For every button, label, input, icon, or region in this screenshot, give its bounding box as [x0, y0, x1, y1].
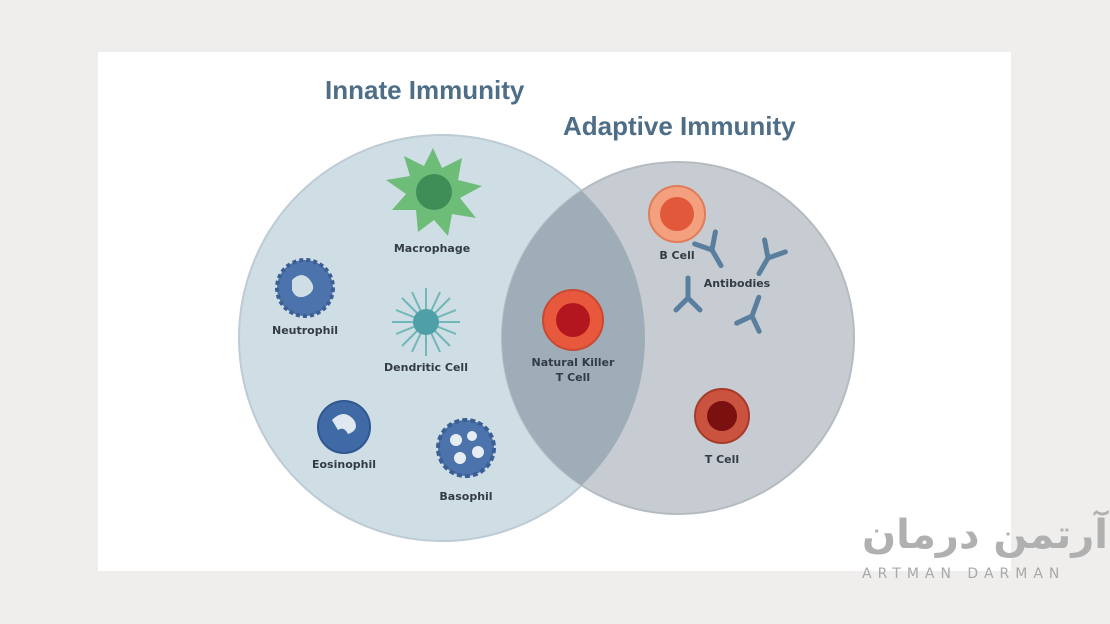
- basophil-label: Basophil: [439, 490, 492, 503]
- antibody-icon: [692, 229, 724, 269]
- eosinophil-label: Eosinophil: [312, 458, 376, 471]
- eosinophil-icon: [317, 400, 371, 454]
- innate-title: Innate Immunity: [325, 75, 525, 105]
- overlap-region: [502, 162, 645, 514]
- basophil-icon: [436, 418, 496, 478]
- natural-killer-cell-icon: [542, 289, 604, 351]
- b-cell-label: B Cell: [659, 249, 694, 262]
- dendritic-cell-icon: [392, 288, 460, 356]
- antibody-icon: [734, 294, 762, 334]
- neutrophil-icon: [275, 258, 335, 318]
- dendritic-cell-label: Dendritic Cell: [384, 361, 468, 374]
- adaptive-title: Adaptive Immunity: [563, 111, 796, 141]
- antibody-icons: [673, 229, 788, 334]
- macrophage-icon: [386, 148, 482, 236]
- antibodies-label: Antibodies: [704, 277, 771, 290]
- antibody-icon: [756, 237, 788, 277]
- neutrophil-label: Neutrophil: [272, 324, 338, 337]
- antibody-icon: [673, 275, 703, 313]
- macrophage-label: Macrophage: [394, 242, 470, 255]
- t-cell-icon: [694, 388, 750, 444]
- watermark-logo: آرتمن درمان: [862, 512, 1108, 558]
- b-cell-icon: [648, 185, 706, 243]
- nk-label-line2: T Cell: [556, 371, 590, 384]
- nk-label-line1: Natural Killer: [532, 356, 615, 369]
- t-cell-label: T Cell: [705, 453, 739, 466]
- watermark-text: ARTMAN DARMAN: [862, 566, 1066, 582]
